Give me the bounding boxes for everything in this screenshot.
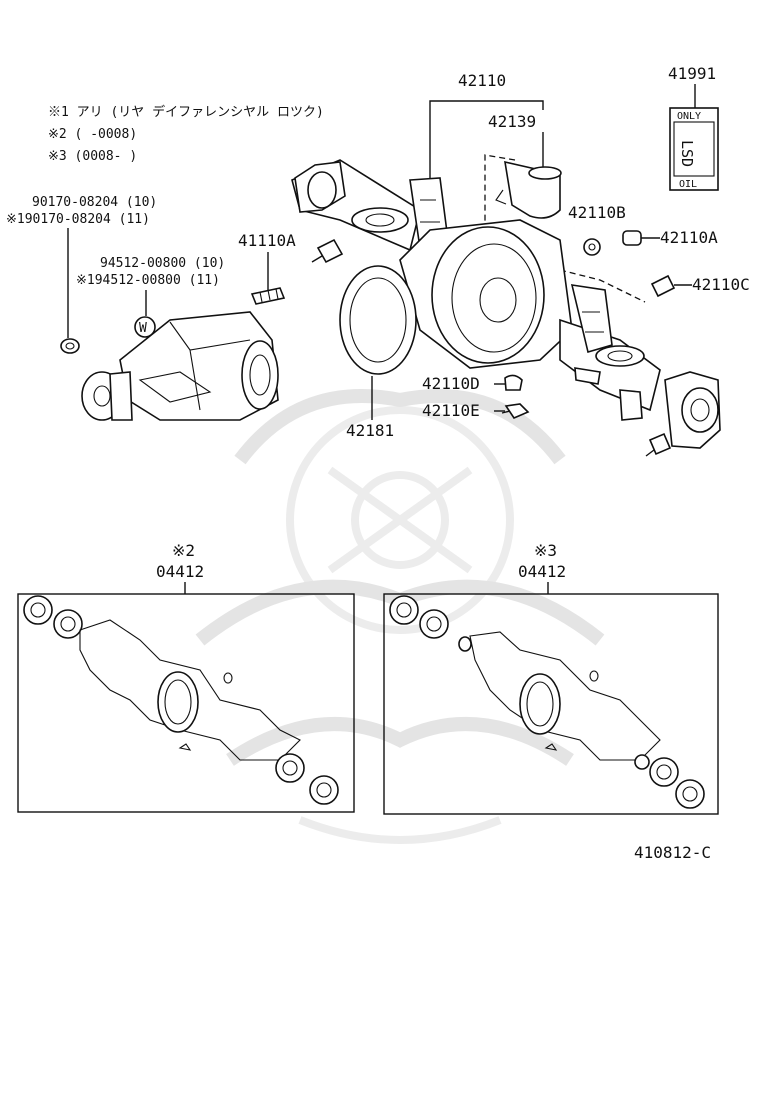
axle-housing-42110 (291, 159, 721, 457)
decal-bottom-text: OIL (679, 179, 697, 190)
nut-90170 (60, 338, 80, 354)
plug-42110B (583, 238, 601, 256)
label-washer-b: ※194512-00800 (11) (76, 273, 220, 288)
decal-middle-text: LSD (678, 140, 696, 167)
label-42110A: 42110A (660, 228, 718, 247)
label-42110E: 42110E (422, 401, 480, 420)
label-42181: 42181 (346, 421, 394, 440)
label-42110: 42110 (458, 71, 506, 90)
diagram-code: 410812-C (634, 843, 711, 862)
kit-right-note: ※3 (534, 541, 557, 560)
kit-left-note: ※2 (172, 541, 195, 560)
kit-right-frame (383, 593, 719, 815)
label-41110A: 41110A (238, 231, 296, 250)
label-41991: 41991 (668, 64, 716, 83)
label-42110D: 42110D (422, 374, 480, 393)
note-2: ※2 ( -0008) (48, 127, 137, 142)
label-washer-a: 94512-00800 (10) (100, 256, 225, 271)
breather-42110C (650, 274, 692, 298)
differential-carrier (81, 311, 279, 421)
plug-42110A (622, 230, 660, 246)
label-42110B: 42110B (568, 203, 626, 222)
gasket-42181 (339, 265, 417, 375)
kit-left-contents (23, 595, 339, 805)
breather-pipe-42139 (484, 154, 562, 230)
stud-41110A (250, 287, 286, 305)
note-3: ※3 (0008- ) (48, 149, 137, 164)
kit-left-part: 04412 (156, 562, 204, 581)
kit-left-frame (17, 593, 355, 813)
lsd-oil-decal: ONLY LSD OIL (669, 107, 719, 191)
washer-symbol-text: W (139, 321, 147, 336)
label-bolt-b: ※190170-08204 (11) (6, 212, 150, 227)
kit-right-part: 04412 (518, 562, 566, 581)
washer-symbol (134, 316, 156, 338)
decal-top-text: ONLY (677, 111, 701, 122)
label-bolt-a: 90170-08204 (10) (32, 195, 157, 210)
nut-42110D (504, 374, 523, 391)
label-42139: 42139 (488, 112, 536, 131)
label-42110C: 42110C (692, 275, 750, 294)
kit-right-contents (389, 595, 705, 809)
note-1: ※1 アリ (リヤ デイファレンシヤル ロツク) (48, 104, 324, 120)
bolt-42110E (501, 403, 530, 419)
